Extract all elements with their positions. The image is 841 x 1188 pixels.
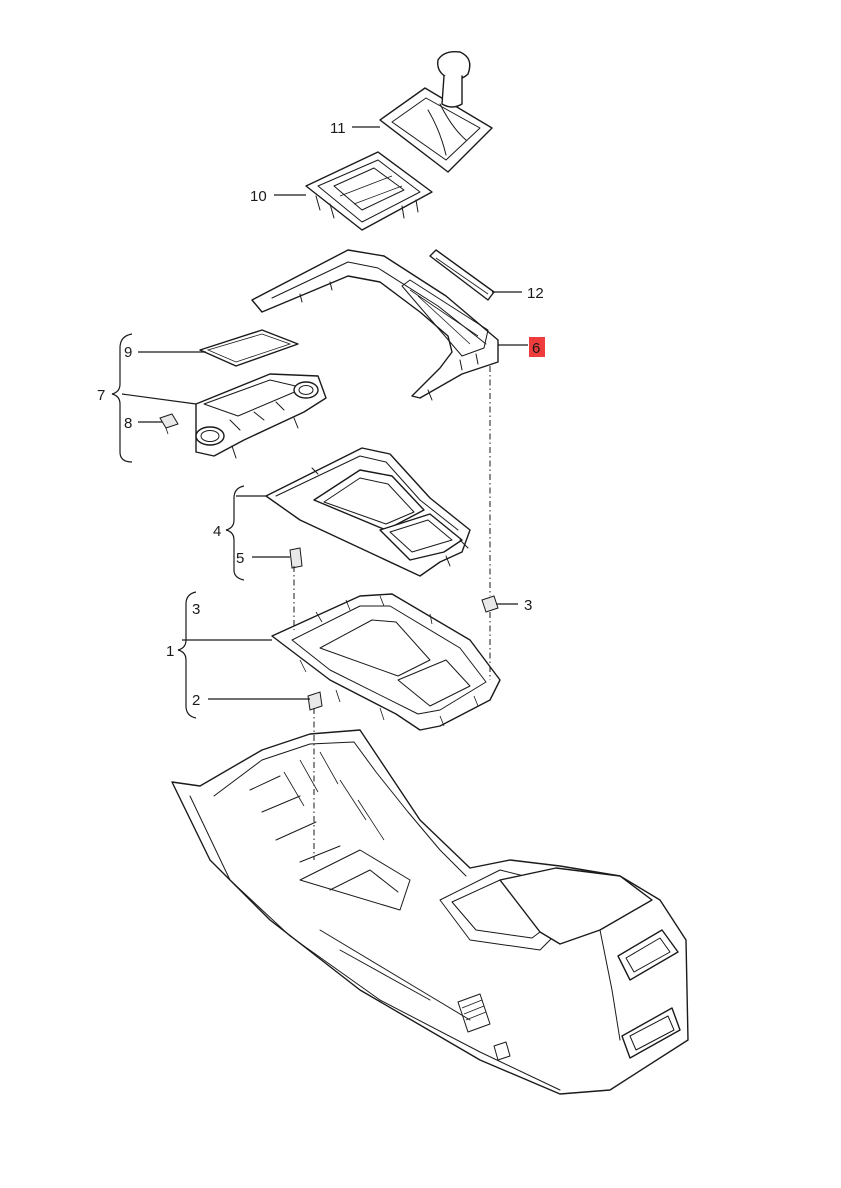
callout-3-left[interactable]: 3 xyxy=(192,601,200,618)
callout-8[interactable]: 8 xyxy=(124,415,132,432)
part-11-gear-knob-boot[interactable] xyxy=(379,50,493,173)
callout-3-right[interactable]: 3 xyxy=(524,597,532,614)
callout-2[interactable]: 2 xyxy=(192,692,200,709)
callout-labels: 11 10 12 6 9 7 8 4 5 3 3 1 2 xyxy=(97,120,545,709)
callout-9[interactable]: 9 xyxy=(124,344,132,361)
callout-7[interactable]: 7 xyxy=(97,387,105,404)
part-6-trim-panel[interactable] xyxy=(251,249,499,401)
part-8-clip[interactable] xyxy=(159,413,179,435)
callout-4[interactable]: 4 xyxy=(213,523,221,540)
callout-6[interactable]: 6 xyxy=(532,340,540,357)
part-1-console-frame[interactable] xyxy=(271,593,501,731)
callout-12[interactable]: 12 xyxy=(527,285,544,302)
part-9-storage-mat[interactable] xyxy=(199,329,299,367)
callout-6-highlight xyxy=(529,337,545,357)
callout-1[interactable]: 1 xyxy=(166,643,174,660)
callout-10[interactable]: 10 xyxy=(250,188,267,205)
part-2-clip[interactable] xyxy=(307,691,323,711)
part-10-shift-frame[interactable] xyxy=(305,151,433,231)
part-5-clip[interactable] xyxy=(289,547,303,569)
part-3-clip-right[interactable] xyxy=(481,595,499,613)
callout-5[interactable]: 5 xyxy=(236,550,244,567)
callout-11[interactable]: 11 xyxy=(330,120,346,137)
part-4-console-cover[interactable] xyxy=(265,447,471,577)
part-7-storage-compartment[interactable] xyxy=(195,373,327,459)
center-console-housing xyxy=(171,729,689,1095)
alignment-lines xyxy=(293,366,491,860)
grouping-braces xyxy=(111,333,245,719)
leader-lines xyxy=(121,126,528,700)
